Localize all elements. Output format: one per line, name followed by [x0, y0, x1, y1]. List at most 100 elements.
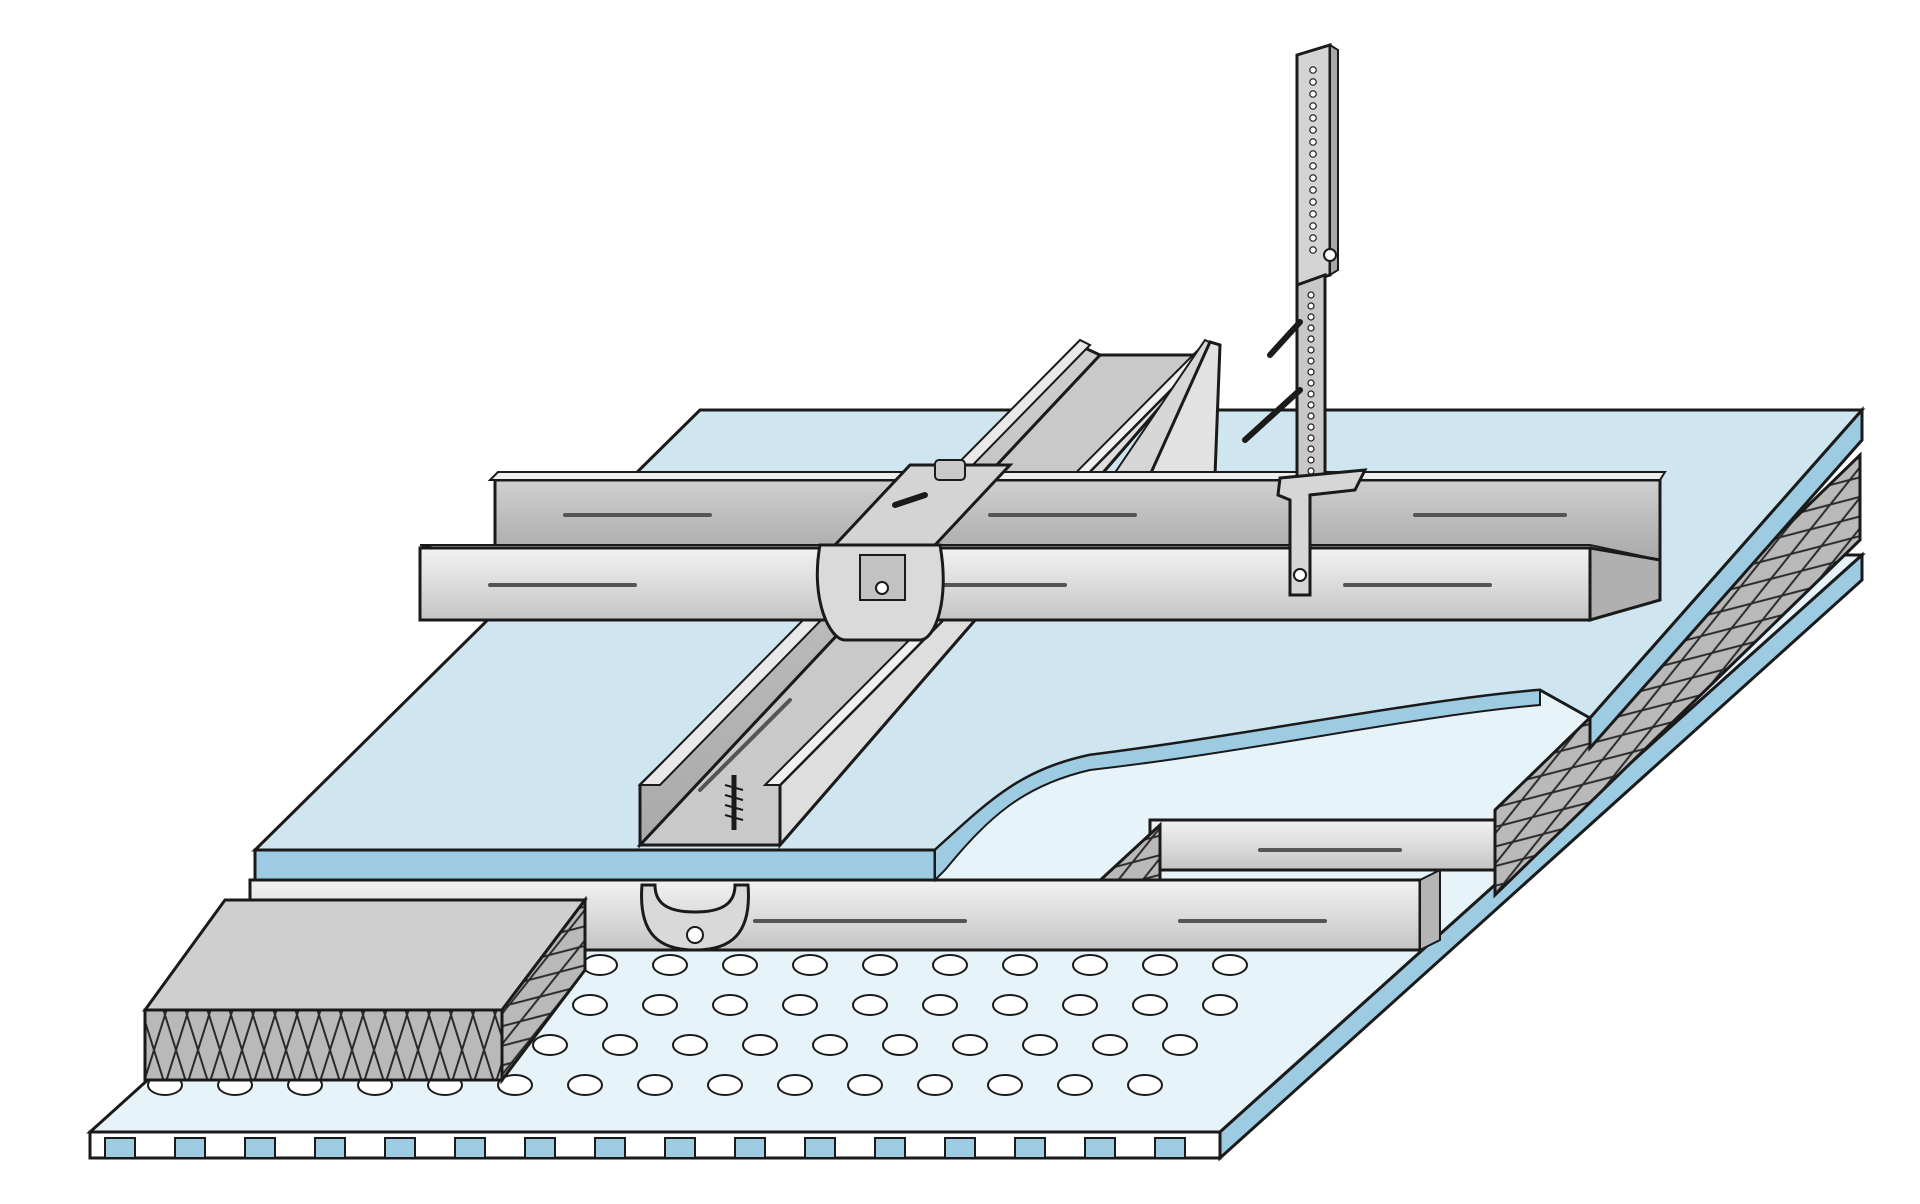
panel-edge-tooth — [1084, 1137, 1116, 1159]
perforation-hole — [707, 1074, 743, 1096]
perforation-hole — [1092, 1034, 1128, 1056]
panel-edge-tooth — [594, 1137, 626, 1159]
rod-hole — [1307, 324, 1315, 332]
perforation-hole — [742, 1034, 778, 1056]
rod-hole — [1309, 246, 1317, 254]
perforation-hole — [922, 994, 958, 1016]
suspension-wire — [1242, 319, 1303, 443]
perforation-hole — [722, 954, 758, 976]
perforation-hole — [582, 954, 618, 976]
cross-connector-clip — [815, 459, 1014, 642]
insulation-front — [143, 1008, 504, 1082]
rod-hole — [1307, 401, 1315, 409]
gypsum-board-cut-edge — [934, 688, 1541, 883]
perforation-hole — [852, 994, 888, 1016]
hanger-rod-holes — [1309, 66, 1317, 254]
perforation-hole — [672, 1034, 708, 1056]
panel-edge-tooth — [664, 1137, 696, 1159]
perforation-hole — [987, 1074, 1023, 1096]
perforation-hole — [917, 1074, 953, 1096]
perforation-hole — [792, 954, 828, 976]
rod-hole — [1307, 335, 1315, 343]
perforation-hole — [1022, 1034, 1058, 1056]
perforation-hole — [1202, 994, 1238, 1016]
rod-hole — [1309, 90, 1317, 98]
gypsum-board-right-edge — [1588, 406, 1864, 752]
rod-hole — [1307, 390, 1315, 398]
perforation-hole — [882, 1034, 918, 1056]
perforation-hole — [952, 1034, 988, 1056]
perforation-hole — [567, 1074, 603, 1096]
perforation-hole — [862, 954, 898, 976]
rod-hole — [1309, 222, 1317, 230]
rod-hole — [1307, 346, 1315, 354]
perforation-hole — [642, 994, 678, 1016]
perforation-holes — [147, 954, 1248, 1096]
rod-hole — [1307, 302, 1315, 310]
panel-edge-tooth — [384, 1137, 416, 1159]
hanger-lower-holes — [1307, 291, 1315, 475]
panel-edge-tooth — [174, 1137, 206, 1159]
panel-edge-tooth — [524, 1137, 556, 1159]
perforation-hole — [637, 1074, 673, 1096]
adjustable-hanger — [1242, 42, 1368, 597]
rod-hole — [1309, 198, 1317, 206]
perforation-hole — [1127, 1074, 1163, 1096]
rod-hole — [1309, 138, 1317, 146]
panel-edge-tooth — [804, 1137, 836, 1159]
rod-hole — [1307, 412, 1315, 420]
rod-hole — [1307, 467, 1315, 475]
panel-edge-tooth — [944, 1137, 976, 1159]
rod-hole — [1307, 291, 1315, 299]
perforation-hole — [1057, 1074, 1093, 1096]
panel-edge-tooth — [1014, 1137, 1046, 1159]
rod-hole — [1309, 78, 1317, 86]
rod-hole — [1309, 162, 1317, 170]
panel-edge-tooth — [874, 1137, 906, 1159]
panel-edge-tooth — [104, 1137, 136, 1159]
main-channel-profile — [418, 471, 1667, 622]
screw — [724, 775, 744, 830]
perforation-hole — [497, 1074, 533, 1096]
lower-profile-layer — [248, 451, 1862, 952]
rod-hole — [1307, 445, 1315, 453]
perforated-panel-front-edge — [88, 1130, 1222, 1160]
rod-hole — [1307, 313, 1315, 321]
panel-edge-tooth — [1154, 1137, 1186, 1159]
rod-hole — [1309, 234, 1317, 242]
rod-hole — [1309, 66, 1317, 74]
lower-channel-back — [1148, 818, 1502, 872]
perforation-hole — [782, 994, 818, 1016]
rod-hole — [1307, 379, 1315, 387]
rod-hole — [1307, 434, 1315, 442]
perforation-hole — [1062, 994, 1098, 1016]
rod-hole — [1309, 102, 1317, 110]
panel-edge-tooth — [734, 1137, 766, 1159]
perforation-hole — [572, 994, 608, 1016]
perforation-hole — [1162, 1034, 1198, 1056]
perforation-hole — [602, 1034, 638, 1056]
perforation-hole — [1132, 994, 1168, 1016]
rod-hole — [1309, 114, 1317, 122]
rod-hole — [1309, 174, 1317, 182]
rod-hole — [1309, 210, 1317, 218]
direct-fixing-clip — [640, 883, 750, 952]
perforation-hole — [1212, 954, 1248, 976]
gypsum-board-front-edge — [253, 848, 937, 882]
insulation-side — [500, 895, 587, 1085]
perforation-hole — [532, 1034, 568, 1056]
rod-hole — [1309, 186, 1317, 194]
rod-hole — [1309, 126, 1317, 134]
panel-edge-tooth — [454, 1137, 486, 1159]
perforation-hole — [1002, 954, 1038, 976]
perforation-hole — [932, 954, 968, 976]
rod-hole — [1307, 357, 1315, 365]
rod-hole — [1309, 150, 1317, 158]
rod-hole — [1307, 456, 1315, 464]
perforation-hole — [652, 954, 688, 976]
panel-edge-tooth — [314, 1137, 346, 1159]
rod-hole — [1307, 368, 1315, 376]
perforation-hole — [1142, 954, 1178, 976]
